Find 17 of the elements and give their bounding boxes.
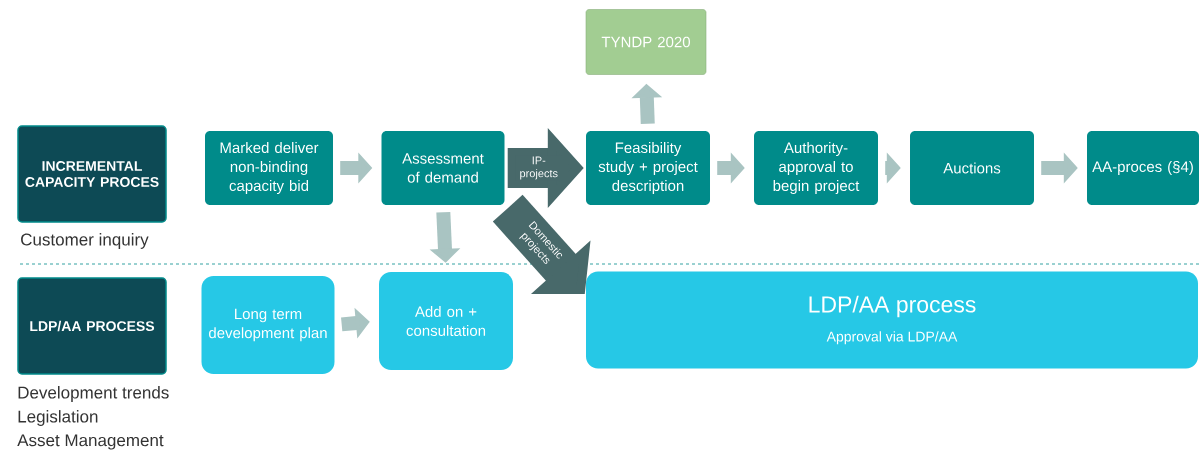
- process-box: Marked deliver non-binding capacity bid: [205, 131, 333, 205]
- process-box: LDP/AA process Approval via LDP/AA: [586, 271, 1198, 369]
- process-box: Long term development plan: [201, 276, 335, 374]
- process-box: Feasibility study + project description: [586, 131, 710, 205]
- process-box: Authority-approval to begin project: [754, 131, 878, 205]
- caption-text: Development trends: [18, 386, 169, 402]
- process-box: Assessment of demand: [381, 131, 505, 205]
- process-box: AA-proces (§4): [1087, 131, 1199, 205]
- process-box: Auctions: [910, 131, 1034, 205]
- process-box: TYNDP 2020: [585, 9, 707, 75]
- arrow: [492, 194, 591, 294]
- process-box: Add on + consultation: [379, 272, 513, 370]
- process-label-box: LDP/AA PROCESS: [17, 277, 167, 375]
- process-label-box: INCREMENTAL CAPACITY PROCES: [17, 125, 167, 223]
- caption-text: Legislation: [18, 410, 98, 426]
- caption-text: Asset Management: [17, 434, 164, 450]
- caption-text: Customer inquiry: [21, 233, 149, 249]
